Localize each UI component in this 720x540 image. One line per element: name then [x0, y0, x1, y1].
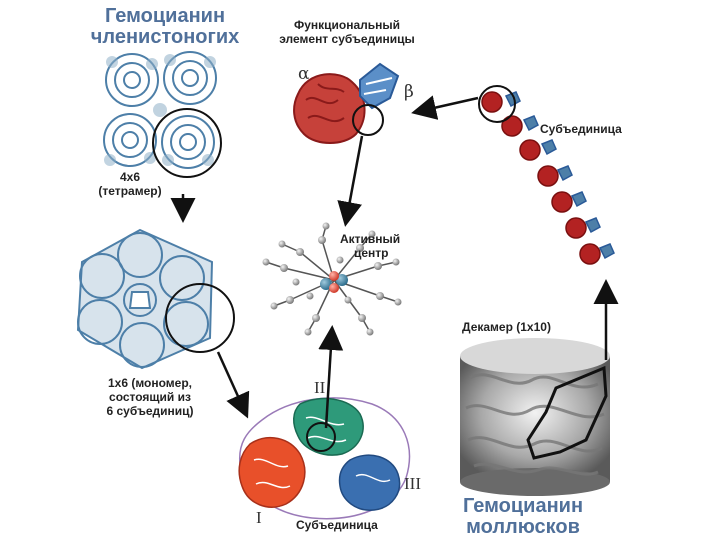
molluscs-title-line2: моллюсков [448, 517, 598, 538]
active-site-label-line1: Активный [340, 232, 430, 246]
oxygen-atom-a [329, 271, 339, 281]
monomer-label-line1: 1x6 (мономер, [80, 376, 220, 390]
tetramer-label-line2: (тетрамер) [80, 184, 180, 198]
monomer-label-line2: состоящий из [80, 390, 220, 404]
domain-I-shape [239, 438, 305, 507]
decamer-label: Декамер (1x10) [462, 320, 582, 334]
molluscs-title: Гемоцианин моллюсков [448, 496, 598, 538]
domain-I-label: I [256, 508, 262, 528]
alpha-label: α [298, 64, 309, 84]
arrow-functional-to-active-site [346, 136, 362, 222]
tetramer-label: 4x6 (тетрамер) [80, 170, 180, 198]
arthropods-title-line1: Гемоцианин [80, 6, 250, 27]
arrow-monomer-to-subunit [218, 352, 246, 414]
active-site-label: Активный центр [340, 232, 430, 260]
domain-III-shape [339, 455, 399, 510]
oxygen-atom-b [329, 283, 339, 293]
molluscs-title-line1: Гемоцианин [448, 496, 598, 517]
functional-unit-label-line1: Функциональный [262, 18, 432, 32]
subunit-chain-image [482, 92, 614, 264]
domain-II-label: II [314, 378, 325, 398]
arthropods-title: Гемоцианин членистоногих [80, 6, 250, 48]
tetramer-label-line1: 4x6 [80, 170, 180, 184]
arthropods-title-line2: членистоногих [80, 27, 250, 48]
subunit-domains-image [239, 398, 409, 519]
monomer-label: 1x6 (мономер, состоящий из 6 субъединиц) [80, 376, 220, 418]
subunit-bottom-label: Субъединица [296, 518, 396, 532]
subunit-chain-label: Субъединица [540, 122, 630, 136]
functional-unit-label-line2: элемент субъединицы [262, 32, 432, 46]
decamer-image [460, 338, 610, 496]
active-site-label-line2: центр [340, 246, 430, 260]
tetramer-highlight-circle [153, 109, 221, 177]
monomer-label-line3: 6 субъединиц) [80, 404, 220, 418]
beta-label: β [404, 82, 414, 102]
hexamer-image [78, 230, 212, 368]
functional-unit-label: Функциональный элемент субъединицы [262, 18, 432, 46]
functional-unit-image [294, 64, 398, 143]
arrow-chain-to-functional [416, 98, 478, 112]
tetramer-image [104, 52, 216, 168]
domain-III-label: III [404, 474, 421, 494]
